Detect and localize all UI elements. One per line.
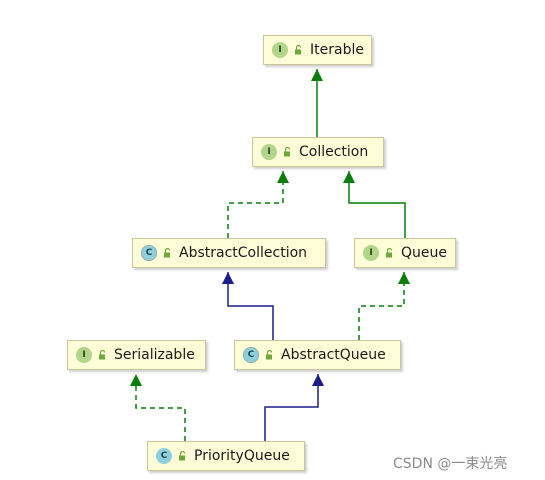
watermark: CSDN @一束光亮 [393, 456, 508, 472]
open-lock-icon [386, 248, 393, 258]
node-label: Serializable [114, 347, 195, 363]
node-priorityqueue[interactable]: C PriorityQueue [147, 441, 305, 471]
edge-priorityqueue-to-serializable [135, 374, 186, 441]
node-collection[interactable]: I Collection [252, 137, 384, 167]
interface-icon: I [272, 42, 288, 58]
node-label: PriorityQueue [194, 448, 290, 464]
arrowhead-priorityqueue-to-abstractqueue [312, 374, 324, 386]
open-lock-icon [99, 350, 106, 360]
open-lock-icon [284, 147, 291, 157]
interface-icon: I [76, 347, 92, 363]
node-iterable[interactable]: I Iterable [263, 35, 372, 65]
node-label: Iterable [310, 42, 364, 58]
node-abstractqueue[interactable]: C AbstractQueue [234, 340, 401, 370]
arrowhead-abstractqueue-to-queue [398, 272, 410, 284]
node-queue[interactable]: I Queue [354, 238, 456, 268]
abstract-class-icon: C [141, 245, 157, 261]
edge-queue-to-collection [348, 171, 406, 238]
node-serializable[interactable]: I Serializable [67, 340, 206, 370]
edge-abstractqueue-to-queue [358, 272, 405, 340]
interface-icon: I [261, 144, 277, 160]
edge-abstractcollection-to-collection [227, 171, 284, 238]
node-abstractcollection[interactable]: C AbstractCollection [132, 238, 326, 268]
arrowhead-abstractqueue-to-abstractcollection [222, 272, 234, 284]
node-label: AbstractQueue [281, 347, 386, 363]
open-lock-icon [179, 451, 186, 461]
open-lock-icon [266, 350, 273, 360]
node-label: AbstractCollection [179, 245, 308, 261]
interface-icon: I [363, 245, 379, 261]
open-lock-icon [295, 45, 302, 55]
arrowhead-collection-to-iterable [311, 69, 323, 81]
open-lock-icon [164, 248, 171, 258]
node-label: Queue [401, 245, 447, 261]
node-label: Collection [299, 144, 369, 160]
edge-abstractqueue-to-abstractcollection [227, 272, 274, 340]
abstract-class-icon: C [243, 347, 259, 363]
edge-priorityqueue-to-abstractqueue [264, 374, 319, 441]
arrowhead-priorityqueue-to-serializable [130, 374, 142, 386]
arrowhead-abstractcollection-to-collection [277, 171, 289, 183]
arrowhead-queue-to-collection [343, 171, 355, 183]
class-icon: C [156, 448, 172, 464]
